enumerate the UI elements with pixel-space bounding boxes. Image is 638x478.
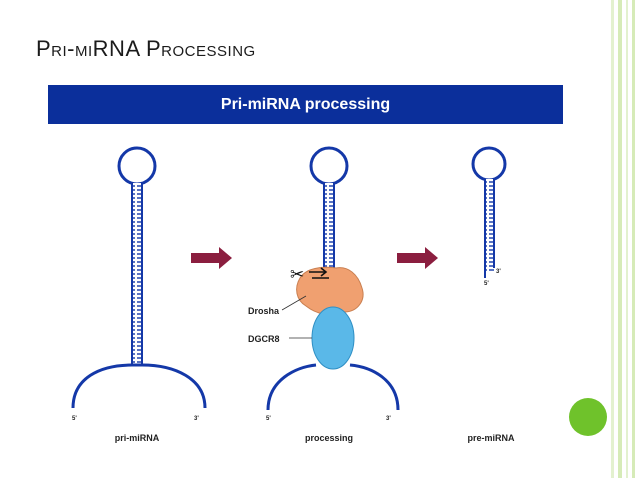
pri-flank-arc <box>71 363 207 409</box>
drosha-leader-line <box>281 295 307 311</box>
pri-stem-fill <box>132 183 142 365</box>
pre-mirna-caption: pre-miRNA <box>467 433 515 443</box>
diagram-banner: Pri-miRNA processing <box>48 85 563 124</box>
scissors-icon: ✂ <box>290 265 304 285</box>
processing-caption: processing <box>305 433 353 443</box>
pre-three-prime-label: 3' <box>496 269 501 275</box>
drosha-label: Drosha <box>248 306 280 316</box>
decorative-side-rails <box>609 0 638 478</box>
pre-stem-fill <box>485 179 494 271</box>
pre-mirna-structure <box>471 146 507 278</box>
processing-five-prime-label: 5' <box>266 416 271 422</box>
pre-five-prime-label: 5' <box>484 281 489 287</box>
dgcr8-protein <box>311 306 355 370</box>
decorative-green-dot <box>569 398 607 436</box>
arrow-right-icon <box>191 247 232 269</box>
pri-terminal-loop <box>117 146 157 186</box>
processing-structure: ✂ <box>266 146 400 411</box>
pri-mirna-caption: pri-miRNA <box>115 433 160 443</box>
pri-three-prime-label: 3' <box>194 416 199 422</box>
slide-title: Pri-miRNA Processing <box>36 36 256 61</box>
processing-stem-fill <box>324 183 334 273</box>
arrow-right-icon <box>397 247 438 269</box>
pri-mirna-structure <box>71 146 207 409</box>
cleavage-arrow-icon <box>309 267 329 279</box>
processing-flank-arc <box>266 363 400 411</box>
pre-terminal-loop <box>471 146 507 182</box>
dgcr8-label: DGCR8 <box>248 334 280 344</box>
drosha-protein <box>296 266 364 316</box>
processing-terminal-loop <box>309 146 349 186</box>
processing-three-prime-label: 3' <box>386 416 391 422</box>
pri-five-prime-label: 5' <box>72 416 77 422</box>
